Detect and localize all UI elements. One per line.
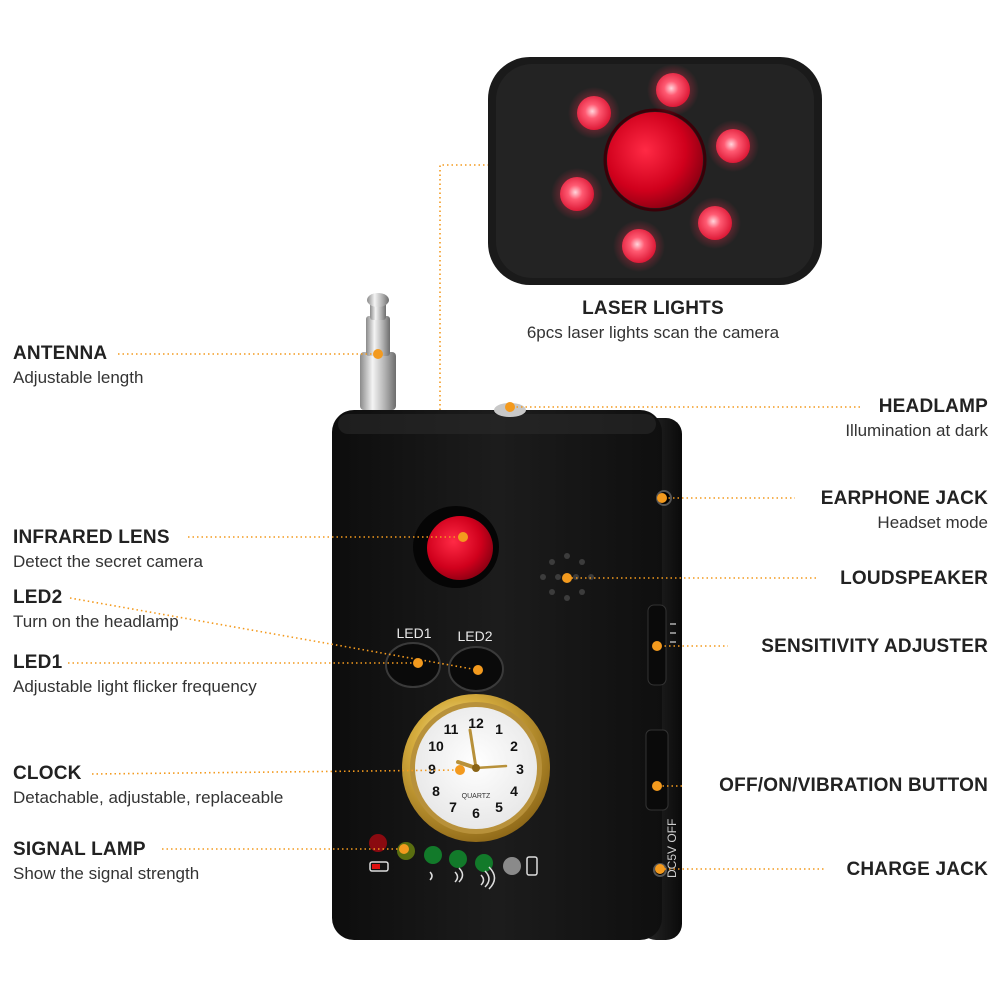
power-switch: [645, 729, 669, 811]
svg-text:3: 3: [516, 761, 524, 777]
callout-sensitivity-adjuster: SENSITIVITY ADJUSTER: [761, 636, 988, 658]
svg-text:5: 5: [495, 799, 503, 815]
svg-text:10: 10: [428, 738, 444, 754]
callout-charge-jack: CHARGE JACK: [846, 859, 988, 881]
inset-lens-ring: [603, 108, 707, 212]
svg-text:4: 4: [510, 783, 518, 799]
callout-power-button: OFF/ON/VIBRATION BUTTON: [719, 775, 988, 797]
laser-lights-title: LASER LIGHTS: [582, 298, 724, 319]
leader-lines: [68, 164, 860, 870]
headlamp-desc: Illumination at dark: [845, 420, 988, 440]
svg-text:1: 1: [495, 721, 503, 737]
callout-led1: LED1 Adjustable light flicker frequency: [13, 652, 257, 696]
callout-infrared-lens: INFRARED LENS Detect the secret camera: [13, 527, 203, 571]
laser-lights-desc: 6pcs laser lights scan the camera: [526, 322, 780, 342]
callout-earphone-jack: EARPHONE JACK Headset mode: [821, 488, 988, 532]
clock-title: CLOCK: [13, 763, 82, 784]
side-features: DC5V OFF: [645, 490, 679, 878]
infrared-lens-desc: Detect the secret camera: [13, 551, 203, 571]
led1-title: LED1: [13, 652, 63, 673]
svg-text:11: 11: [444, 721, 459, 737]
earphone-jack-title: EARPHONE JACK: [820, 488, 988, 509]
clock: 12 1 2 3 4 5 6 7 8 9 10 11 QUARTZ: [402, 694, 550, 842]
svg-text:12: 12: [468, 715, 484, 731]
led1-device-label: LED1: [396, 625, 431, 641]
signal-lamps: [369, 834, 538, 890]
laser-inset-panel: [488, 57, 822, 285]
infrared-lens-title: INFRARED LENS: [13, 527, 170, 548]
callout-headlamp: HEADLAMP Illumination at dark: [845, 396, 988, 440]
antenna-title: ANTENNA: [13, 343, 108, 364]
led2-device-label: LED2: [457, 628, 492, 644]
callout-antenna: ANTENNA Adjustable length: [13, 343, 143, 387]
clock-minute-hand: [468, 728, 478, 770]
callout-signal-lamp: SIGNAL LAMP Show the signal strength: [13, 839, 199, 883]
signal-lamp-title: SIGNAL LAMP: [13, 839, 146, 860]
svg-text:7: 7: [449, 799, 457, 815]
clock-brand: QUARTZ: [462, 793, 491, 800]
loudspeaker-title: LOUDSPEAKER: [840, 568, 988, 589]
callout-led2: LED2 Turn on the headlamp: [13, 587, 179, 631]
callout-loudspeaker: LOUDSPEAKER: [840, 568, 988, 590]
infrared-lens: [427, 516, 493, 580]
power-button-title: OFF/ON/VIBRATION BUTTON: [719, 775, 988, 796]
inset-lens: [607, 112, 703, 208]
svg-text:8: 8: [432, 783, 440, 799]
callout-dots: [373, 349, 667, 874]
device-body: LED1 LED2 12 1 2 3 4 5 6 7 8 9 10 11 Q: [332, 403, 682, 940]
laser-led-dots: [551, 64, 759, 272]
headlamp-title: HEADLAMP: [878, 396, 988, 417]
led1-button: [385, 642, 441, 688]
antenna-desc: Adjustable length: [13, 367, 144, 387]
callout-laser-lights: LASER LIGHTS 6pcs laser lights scan the …: [508, 298, 798, 342]
svg-text:9: 9: [428, 761, 436, 777]
callout-clock: CLOCK Detachable, adjustable, replaceabl…: [13, 763, 283, 807]
side-print: DC5V OFF: [665, 819, 679, 878]
led2-title: LED2: [13, 587, 63, 608]
sensitivity-adjuster-title: SENSITIVITY ADJUSTER: [761, 636, 988, 657]
svg-text:2: 2: [510, 738, 518, 754]
charge-jack-title: CHARGE JACK: [846, 859, 988, 880]
clock-numbers: 12 1 2 3 4 5 6 7 8 9 10 11: [428, 715, 524, 821]
svg-text:6: 6: [472, 805, 480, 821]
clock-desc: Detachable, adjustable, replaceable: [13, 787, 284, 807]
signal-lamp-desc: Show the signal strength: [13, 863, 200, 883]
earphone-jack-desc: Headset mode: [877, 512, 988, 532]
antenna: [360, 293, 396, 410]
led1-desc: Adjustable light flicker frequency: [13, 676, 257, 696]
led2-desc: Turn on the headlamp: [13, 611, 179, 631]
